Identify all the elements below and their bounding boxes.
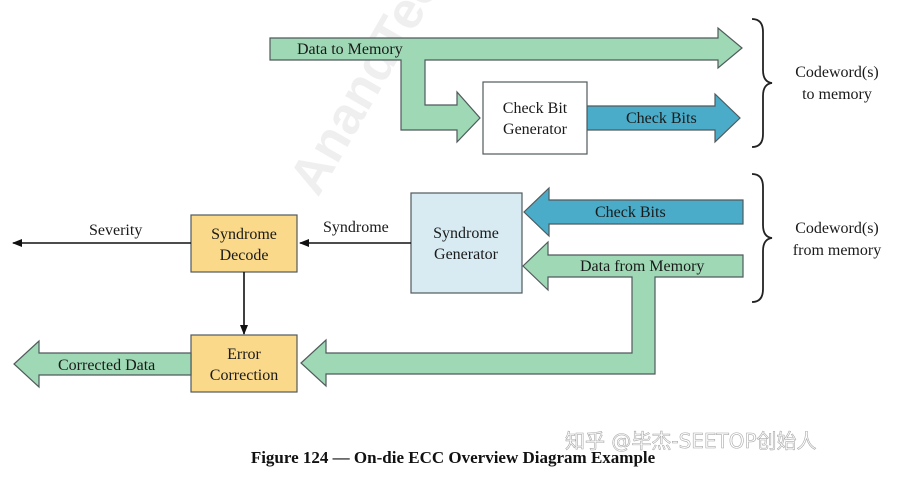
check-bits-in-arrow — [523, 186, 744, 238]
syndrome-generator-line-1: Syndrome — [433, 225, 499, 242]
source-watermark: 知乎 @毕杰-SEETOP创始人 — [565, 429, 817, 453]
syndrome-label: Syndrome — [323, 219, 389, 236]
syndrome-generator-line-2: Generator — [434, 246, 499, 263]
codeword-from-memory-line-1: Codeword(s) — [795, 220, 879, 237]
corrected-data-arrow — [13, 339, 192, 389]
check-bit-generator-block: Check Bit Generator — [482, 81, 588, 155]
check-bits-out-arrow — [586, 92, 741, 144]
watermark-text: AnandTech — [278, 0, 468, 204]
check-bits-in-label: Check Bits — [595, 204, 666, 221]
syndrome-decode-block: Syndrome Decode — [190, 214, 298, 273]
codeword-to-memory-line-2: to memory — [802, 86, 872, 103]
check-bits-out-label: Check Bits — [626, 110, 697, 127]
syndrome-decode-line-2: Decode — [220, 247, 269, 264]
check-bit-generator-line-1: Check Bit — [503, 100, 568, 117]
codeword-from-memory-line-2: from memory — [793, 242, 881, 259]
codeword-to-memory-line-1: Codeword(s) — [795, 64, 879, 81]
data-from-memory-label: Data from Memory — [580, 258, 704, 275]
error-correction-line-1: Error — [227, 346, 261, 363]
data-to-memory-label: Data to Memory — [297, 41, 403, 58]
error-correction-block: Error Correction — [190, 334, 298, 393]
severity-label: Severity — [89, 222, 142, 239]
data-from-memory-arrow — [300, 240, 744, 388]
codeword-from-memory-bracket — [751, 173, 773, 303]
error-correction-line-2: Correction — [210, 367, 278, 384]
codeword-to-memory-bracket — [751, 18, 773, 148]
syndrome-decode-line-1: Syndrome — [211, 226, 277, 243]
figure-caption: Figure 124 — On-die ECC Overview Diagram… — [251, 448, 656, 467]
data-to-memory-arrow — [269, 26, 743, 144]
check-bit-generator-line-2: Generator — [503, 121, 568, 138]
corrected-data-label: Corrected Data — [58, 357, 155, 374]
syndrome-generator-block: Syndrome Generator — [410, 192, 523, 294]
